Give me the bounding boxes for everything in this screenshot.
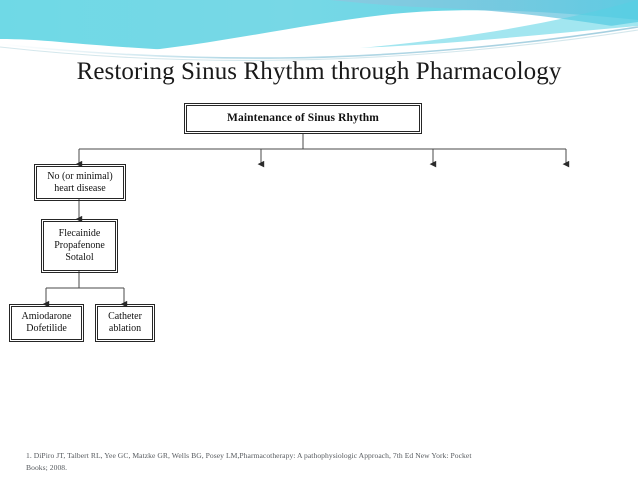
flowchart-node-line: Catheter (108, 311, 142, 323)
flowchart-node-line: Dofetilide (26, 323, 67, 334)
flowchart-node-line: Propafenone (54, 240, 105, 252)
flowchart-node-label-group: Amiodarone Dofetilide (22, 311, 72, 335)
flowchart: Maintenance of Sinus Rhythm No (or minim… (0, 96, 638, 356)
flowchart-node-line: ablation (108, 323, 142, 334)
flowchart-node-root-label: Maintenance of Sinus Rhythm (227, 111, 379, 124)
wave-hairline-arc-lower (0, 29, 638, 61)
flowchart-node-no-heart-disease[interactable]: No (or minimal) heart disease (34, 164, 126, 201)
citation-line-1: 1. DiPiro JT, Talbert RL, Yee GC, Matzke… (26, 451, 472, 460)
flowchart-node-first-line-drugs[interactable]: Flecainide Propafenone Sotalol (41, 219, 118, 273)
wave-shape-secondary (330, 0, 638, 30)
flowchart-node-second-line-drugs[interactable]: Amiodarone Dofetilide (9, 304, 84, 342)
flowchart-node-line: Flecainide (58, 228, 101, 240)
citation-footnote: 1. DiPiro JT, Talbert RL, Yee GC, Matzke… (26, 450, 586, 473)
wave-shape-white-sweep (0, 22, 638, 62)
wave-shape-primary (0, 0, 638, 55)
citation-line-2: Books; 2008. (26, 462, 68, 472)
decorative-wave-banner (0, 0, 638, 62)
flowchart-node-root[interactable]: Maintenance of Sinus Rhythm (184, 103, 422, 134)
wave-accent-ribbon (360, 0, 638, 48)
flowchart-node-label-group: Catheter ablation (108, 311, 142, 335)
flowchart-node-line: heart disease (54, 182, 106, 194)
flowchart-node-label-group: Flecainide Propafenone Sotalol (54, 228, 105, 263)
flowchart-connectors (42, 133, 570, 308)
flowchart-node-line: No (or minimal) (47, 170, 113, 182)
flowchart-node-label-group: No (or minimal) heart disease (47, 171, 113, 195)
flowchart-node-line: Sotalol (65, 251, 94, 263)
flowchart-node-line: Amiodarone (21, 311, 72, 323)
wave-hairline-arc (0, 26, 638, 59)
page-title: Restoring Sinus Rhythm through Pharmacol… (76, 58, 562, 85)
flowchart-node-catheter-ablation[interactable]: Catheter ablation (95, 304, 155, 342)
